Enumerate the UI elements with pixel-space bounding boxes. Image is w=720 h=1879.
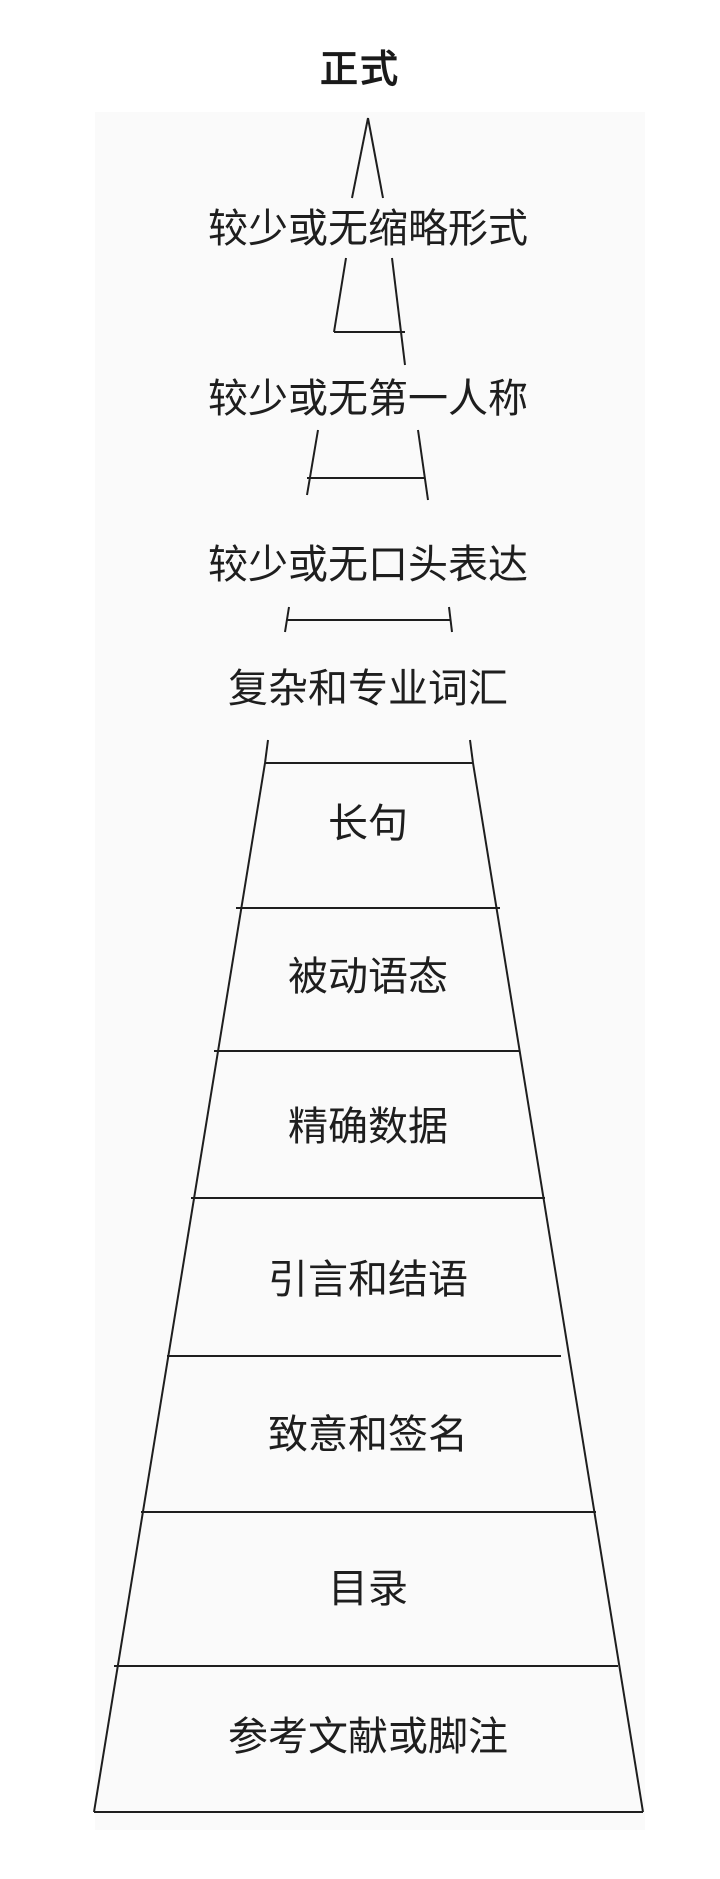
pyramid-right-edge [472, 762, 644, 1813]
pyramid-edge-right-3 [417, 429, 429, 501]
level-label-5: 长句 [328, 801, 408, 847]
pyramid-edge-right-5 [469, 739, 474, 764]
pyramid-edge-left-3 [306, 429, 319, 496]
level-label-8: 引言和结语 [268, 1257, 468, 1303]
pyramid-left-edge [93, 762, 266, 1813]
level-label-2: 较少或无第一人称 [208, 376, 528, 422]
diagram-title: 正式 [319, 47, 400, 91]
pyramid-edge-left-2 [333, 257, 347, 333]
diagram-background [95, 112, 645, 1830]
level-label-7: 精确数据 [288, 1104, 448, 1150]
pyramid-edge-right-2 [391, 257, 406, 366]
pyramid-apex-left-edge [351, 117, 369, 199]
level-label-4: 复杂和专业词汇 [228, 666, 508, 712]
level-label-11: 参考文献或脚注 [228, 1714, 508, 1760]
level-label-6: 被动语态 [288, 954, 448, 1000]
level-label-9: 致意和签名 [268, 1412, 468, 1458]
pyramid-apex-right-edge [367, 117, 384, 199]
pyramid-edge-left-5 [264, 739, 269, 764]
level-label-1: 较少或无缩略形式 [208, 206, 528, 252]
level-label-3: 较少或无口头表达 [208, 542, 528, 588]
level-label-10: 目录 [328, 1566, 408, 1612]
